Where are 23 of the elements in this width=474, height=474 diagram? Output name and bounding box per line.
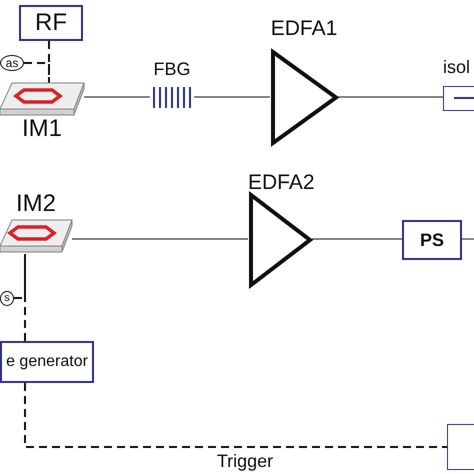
fiber-line (462, 238, 474, 240)
component-label: FBG (152, 60, 192, 78)
phase-shifter-box: PS (402, 220, 462, 260)
bias-oval: as (0, 55, 24, 71)
dashed-signal-line (24, 254, 26, 341)
component-label: EDFA2 (248, 172, 312, 193)
instrument-box (447, 424, 474, 470)
generator-box: e generator (0, 341, 94, 383)
edge-label: Trigger (214, 452, 276, 470)
fiber-line (194, 96, 270, 98)
fiber-line (72, 238, 248, 240)
component-label: isol (443, 58, 472, 76)
dashed-signal-line (14, 254, 26, 299)
fiber-line (84, 96, 150, 98)
fiber-line (312, 238, 402, 240)
rf-source-box: RF (19, 5, 83, 41)
component-label: EDFA1 (270, 18, 338, 39)
fiber-line (338, 96, 443, 98)
component-label: IM1 (20, 117, 63, 141)
bias-oval: s (0, 291, 14, 306)
dashed-signal-line (24, 383, 447, 448)
dashed-signal-line (24, 62, 50, 83)
component-label: IM2 (14, 192, 57, 216)
